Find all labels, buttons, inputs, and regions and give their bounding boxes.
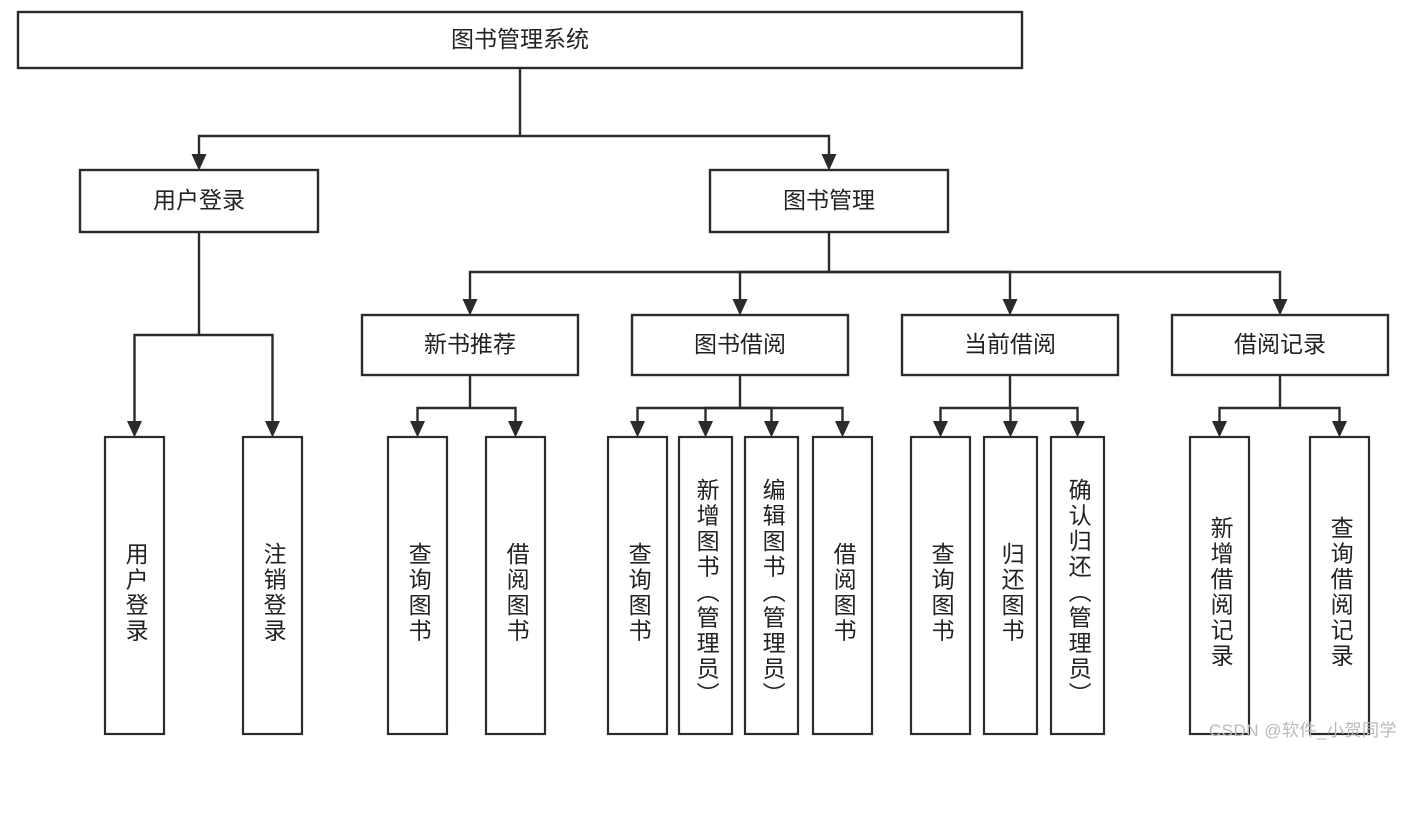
arrow-head-leaf-query-book-2 (630, 421, 645, 438)
node-label-new-book-rec: 新书推荐 (424, 331, 516, 357)
edges-layer (127, 68, 1347, 438)
node-box-leaf-query-book-2[interactable] (606, 435, 669, 736)
node-leaf-query-book-3[interactable] (909, 435, 972, 736)
node-box-leaf-add-book[interactable] (677, 435, 734, 736)
edge-book-manage-to-book-borrow (738, 270, 829, 302)
node-box-root[interactable] (16, 10, 1024, 70)
node-leaf-confirm-return[interactable] (1049, 435, 1106, 736)
arrow-head-book-manage (821, 154, 837, 171)
node-box-borrow-record[interactable] (1170, 313, 1390, 377)
arrow-head-borrow-record (1272, 299, 1288, 316)
edge-book-borrow-to-leaf-borrow-book-2 (740, 406, 844, 424)
arrow-head-leaf-add-record (1212, 421, 1227, 438)
edge-user-login-to-leaf-user-logout (199, 333, 274, 424)
node-book-borrow[interactable]: 图书借阅 (630, 313, 850, 377)
arrow-head-leaf-user-logout (265, 421, 280, 438)
arrow-head-leaf-borrow-book-2 (835, 421, 850, 438)
flowchart-canvas: 图书管理系统用户登录图书管理新书推荐图书借阅当前借阅借阅记录 用户登录注销登录查… (16, 10, 1397, 740)
edge-book-manage-to-borrow-record (829, 270, 1282, 302)
node-leaf-borrow-book-1[interactable] (484, 435, 547, 736)
node-box-leaf-add-record[interactable] (1188, 435, 1251, 736)
edge-new-book-rec-to-leaf-borrow-book-1 (470, 406, 517, 424)
arrow-head-leaf-borrow-book-1 (508, 421, 523, 438)
edge-book-borrow-to-leaf-add-book (704, 406, 740, 424)
node-box-leaf-edit-book[interactable] (743, 435, 800, 736)
arrow-head-book-borrow (732, 299, 748, 316)
arrow-head-leaf-edit-book (764, 421, 779, 438)
node-root[interactable]: 图书管理系统 (16, 10, 1024, 70)
edge-current-borrow-to-leaf-confirm-return (1010, 406, 1079, 424)
node-box-leaf-query-record[interactable] (1308, 435, 1371, 736)
node-label-user-login: 用户登录 (153, 187, 245, 213)
csdn-watermark: CSDN @软件_小贺同学 (1208, 721, 1397, 740)
edge-root-to-user-login (197, 134, 520, 157)
node-leaf-borrow-book-2[interactable] (811, 435, 874, 736)
edge-root-to-book-manage (520, 134, 831, 157)
node-current-borrow[interactable]: 当前借阅 (900, 313, 1120, 377)
node-box-leaf-query-book-3[interactable] (909, 435, 972, 736)
arrow-head-leaf-query-book-1 (410, 421, 425, 438)
node-leaf-user-login[interactable] (103, 435, 166, 736)
node-leaf-query-record[interactable] (1308, 435, 1371, 736)
node-label-current-borrow: 当前借阅 (964, 331, 1056, 357)
node-label-book-borrow: 图书借阅 (694, 331, 786, 357)
node-label-borrow-record: 借阅记录 (1234, 331, 1326, 357)
node-leaf-query-book-1[interactable] (386, 435, 449, 736)
edge-borrow-record-to-leaf-add-record (1218, 406, 1280, 424)
node-leaf-return-book[interactable] (982, 435, 1039, 736)
node-box-leaf-borrow-book-1[interactable] (484, 435, 547, 736)
node-label-root: 图书管理系统 (451, 26, 589, 52)
arrow-head-leaf-return-book (1003, 421, 1018, 438)
node-label-book-manage: 图书管理 (783, 187, 875, 213)
edge-book-manage-to-current-borrow (829, 270, 1012, 302)
node-leaf-user-logout[interactable] (241, 435, 304, 736)
node-leaf-add-record[interactable] (1188, 435, 1251, 736)
arrow-head-user-login (191, 154, 207, 171)
node-user-login[interactable]: 用户登录 (78, 168, 320, 234)
arrow-head-leaf-add-book (698, 421, 713, 438)
node-box-book-manage[interactable] (708, 168, 950, 234)
node-leaf-add-book[interactable] (677, 435, 734, 736)
node-box-new-book-rec[interactable] (360, 313, 580, 377)
edge-current-borrow-to-leaf-query-book-3 (939, 406, 1010, 424)
edge-book-manage-to-new-book-rec (468, 270, 829, 302)
node-box-leaf-user-login[interactable] (103, 435, 166, 736)
edge-book-borrow-to-leaf-query-book-2 (636, 406, 740, 424)
node-box-book-borrow[interactable] (630, 313, 850, 377)
node-box-leaf-borrow-book-2[interactable] (811, 435, 874, 736)
arrow-head-leaf-confirm-return (1070, 421, 1085, 438)
arrow-head-current-borrow (1002, 299, 1018, 316)
edge-user-login-to-leaf-user-login (133, 333, 199, 424)
node-leaf-query-book-2[interactable] (606, 435, 669, 736)
node-book-manage[interactable]: 图书管理 (708, 168, 950, 234)
edge-borrow-record-to-leaf-query-record (1280, 406, 1341, 424)
node-box-user-login[interactable] (78, 168, 320, 234)
node-box-leaf-return-book[interactable] (982, 435, 1039, 736)
node-leaf-edit-book[interactable] (743, 435, 800, 736)
node-box-leaf-query-book-1[interactable] (386, 435, 449, 736)
arrow-head-leaf-query-book-3 (933, 421, 948, 438)
arrow-head-leaf-query-record (1332, 421, 1347, 438)
arrow-head-leaf-user-login (127, 421, 142, 438)
node-box-current-borrow[interactable] (900, 313, 1120, 377)
arrow-head-new-book-rec (462, 299, 478, 316)
edge-new-book-rec-to-leaf-query-book-1 (416, 406, 470, 424)
node-borrow-record[interactable]: 借阅记录 (1170, 313, 1390, 377)
node-box-leaf-confirm-return[interactable] (1049, 435, 1106, 736)
node-box-leaf-user-logout[interactable] (241, 435, 304, 736)
node-new-book-rec[interactable]: 新书推荐 (360, 313, 580, 377)
